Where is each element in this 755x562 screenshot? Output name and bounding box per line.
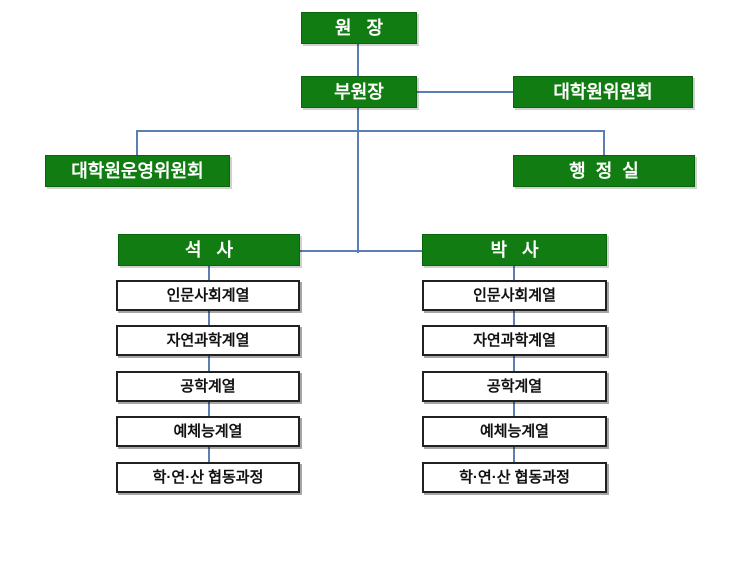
connector-vice-down xyxy=(357,108,359,253)
connector-masters-doctoral xyxy=(300,250,422,252)
node-doctoral-cooperative-program: 학·연·산 협동과정 xyxy=(422,462,607,493)
connector-masters-item3 xyxy=(208,356,210,371)
node-doctoral-natural-sciences: 자연과학계열 xyxy=(422,325,607,356)
connector-vice-graduate-committee xyxy=(417,91,513,93)
node-vice-president: 부원장 xyxy=(301,76,417,108)
node-doctoral-arts-physical: 예체능계열 xyxy=(422,416,607,447)
connector-president-vice xyxy=(357,44,359,77)
connector-branch-right-drop xyxy=(603,130,605,155)
connector-branch-left-drop xyxy=(136,130,138,155)
connector-doctoral-item4 xyxy=(513,402,515,416)
node-admin-office: 행 정 실 xyxy=(513,155,695,187)
connector-doctoral-item2 xyxy=(513,311,515,325)
node-masters-natural-sciences: 자연과학계열 xyxy=(116,325,300,356)
node-doctoral-humanities: 인문사회계열 xyxy=(422,280,607,311)
node-masters-engineering: 공학계열 xyxy=(116,371,300,402)
connector-masters-item1 xyxy=(208,266,210,280)
node-masters-humanities: 인문사회계열 xyxy=(116,280,300,311)
node-masters-arts-physical: 예체능계열 xyxy=(116,416,300,447)
node-masters: 석 사 xyxy=(118,234,300,266)
node-masters-cooperative-program: 학·연·산 협동과정 xyxy=(116,462,300,493)
connector-masters-item5 xyxy=(208,447,210,462)
node-doctoral: 박 사 xyxy=(422,234,607,266)
connector-masters-item4 xyxy=(208,402,210,416)
connector-doctoral-item5 xyxy=(513,447,515,462)
node-graduate-committee: 대학원위원회 xyxy=(513,76,693,108)
connector-doctoral-item3 xyxy=(513,356,515,371)
connector-branch-horizontal xyxy=(136,130,605,132)
node-operating-committee: 대학원운영위원회 xyxy=(45,155,230,187)
node-doctoral-engineering: 공학계열 xyxy=(422,371,607,402)
connector-masters-item2 xyxy=(208,311,210,325)
node-president: 원 장 xyxy=(301,12,417,44)
connector-doctoral-item1 xyxy=(513,266,515,280)
